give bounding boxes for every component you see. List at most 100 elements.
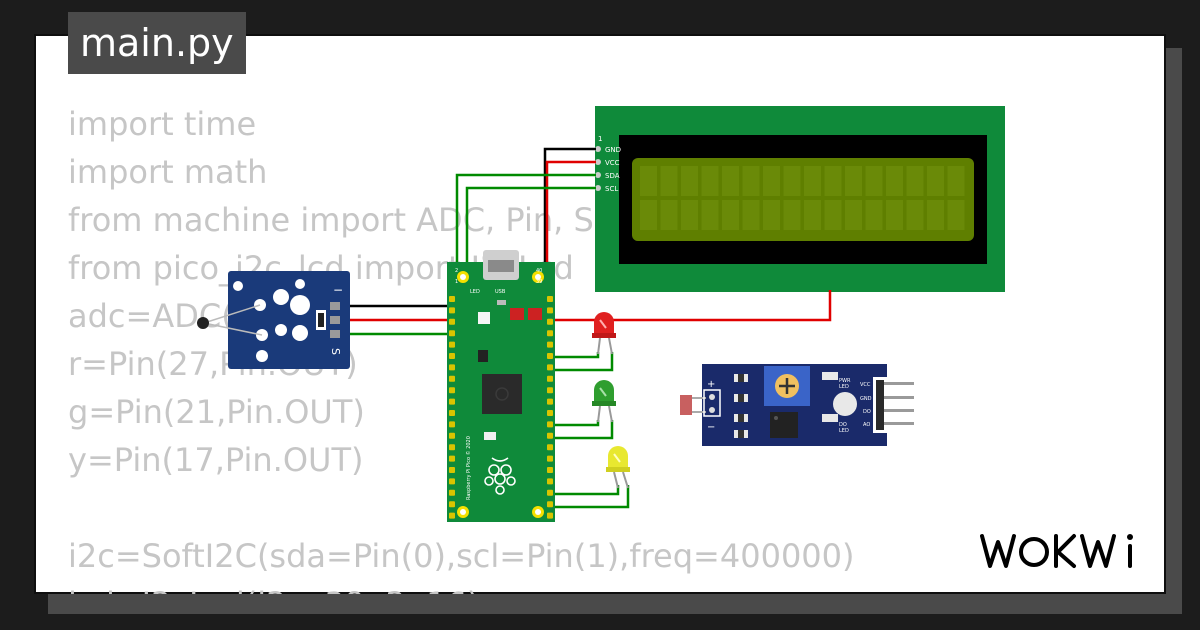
pico-gpio-pin[interactable] xyxy=(547,341,553,348)
lcd-pin-sda[interactable] xyxy=(595,172,601,178)
pico-gpio-pin[interactable] xyxy=(547,353,553,359)
pico-gpio-pin[interactable] xyxy=(449,341,455,348)
mount-hole-center xyxy=(535,274,541,280)
wire-green-led-red[interactable] xyxy=(548,352,600,359)
smd-resistor-body xyxy=(318,313,324,327)
led-yellow[interactable] xyxy=(606,446,630,489)
pico-gpio-pin[interactable] xyxy=(547,512,553,519)
wokwi-logo[interactable]: WOKWI xyxy=(978,528,1150,576)
thermistor-lead xyxy=(203,322,263,336)
pico-gpio-pin[interactable] xyxy=(449,375,455,382)
smd-component xyxy=(478,350,488,362)
pico-gpio-pin[interactable] xyxy=(547,478,553,485)
pico-pin-label: 40 xyxy=(536,268,542,274)
wire-black-temp[interactable] xyxy=(340,290,457,308)
pico-gpio-pin[interactable] xyxy=(547,364,553,371)
temp-pcb xyxy=(228,271,350,369)
wire-green-led-yellow-2[interactable] xyxy=(548,485,630,509)
lcd-pin-vcc[interactable] xyxy=(595,159,601,165)
logo-dot xyxy=(1127,534,1133,540)
pico-gpio-pin[interactable] xyxy=(547,455,553,462)
lcd-module[interactable]: 1 GND VCC SDA SCL xyxy=(595,106,1005,292)
photoresistor-icon xyxy=(680,395,692,415)
pico-gpio-pin[interactable] xyxy=(547,501,553,508)
pico-gpio-pin[interactable] xyxy=(449,307,455,314)
pico-gpio-pin[interactable] xyxy=(449,444,455,451)
wire-green-lcd-sda[interactable] xyxy=(455,173,596,277)
wire-green-led-red-2[interactable] xyxy=(548,352,614,372)
lcd-char-cell xyxy=(927,200,944,230)
pico-gpio-pin[interactable] xyxy=(449,512,455,519)
pico-gpio-pins[interactable] xyxy=(449,296,553,519)
pico-gpio-pin[interactable] xyxy=(547,467,553,473)
pico-gpio-pin[interactable] xyxy=(547,432,553,439)
pico-gpio-pin[interactable] xyxy=(449,364,455,371)
lcd-char-grid xyxy=(640,166,965,230)
pico-gpio-pin[interactable] xyxy=(449,330,455,337)
pico-gpio-pin[interactable] xyxy=(547,398,553,405)
pico-gpio-pin[interactable] xyxy=(449,489,455,496)
pico-gpio-pin[interactable] xyxy=(449,318,455,325)
ldr-pin-label: DO xyxy=(863,409,871,415)
pico-gpio-pin[interactable] xyxy=(449,421,455,428)
ldr-socket xyxy=(703,389,721,417)
lcd-pin-label: VCC xyxy=(605,159,620,167)
pico-gpio-pin[interactable] xyxy=(547,330,553,337)
pico-gpio-pin[interactable] xyxy=(547,444,553,451)
lcd-pin-gnd[interactable] xyxy=(595,146,601,152)
pico-gpio-pin[interactable] xyxy=(449,467,455,473)
lcd-char-cell xyxy=(701,166,719,196)
ldr-pin-ao[interactable] xyxy=(884,422,914,425)
pico-gpio-pin[interactable] xyxy=(547,296,553,302)
mount-hole xyxy=(295,279,305,289)
mount-hole xyxy=(275,324,287,336)
pico-gpio-pin[interactable] xyxy=(547,421,553,428)
temp-pin[interactable] xyxy=(330,330,340,338)
wire-green-led-yellow[interactable] xyxy=(548,485,620,496)
lcd-char-cell xyxy=(845,200,862,230)
pico-gpio-pin[interactable] xyxy=(449,455,455,462)
pico-gpio-pin[interactable] xyxy=(449,296,455,302)
thermistor-bead[interactable] xyxy=(197,317,209,329)
pico-gpio-pin[interactable] xyxy=(449,353,455,359)
wire-black-lcd-gnd[interactable] xyxy=(543,147,596,305)
wire-green-led-green-2[interactable] xyxy=(548,420,614,440)
bootsel-button[interactable] xyxy=(478,312,490,324)
wire-green-led-green[interactable] xyxy=(548,420,600,427)
lcd-char-cell xyxy=(742,200,760,230)
ldr-sensor-module[interactable]: + − PWR LED DO LED VCC GND DO AO xyxy=(680,364,914,446)
ldr-pin-vcc[interactable] xyxy=(884,382,914,385)
raspberry-pi-logo-icon xyxy=(484,457,516,495)
wire-green-lcd-scl[interactable] xyxy=(465,186,596,277)
pico-gpio-pin[interactable] xyxy=(449,432,455,439)
temp-pin[interactable] xyxy=(330,302,340,310)
raspberry-logo-chip xyxy=(495,387,509,401)
file-tab-main-py[interactable]: main.py xyxy=(68,12,246,74)
pico-gpio-pin[interactable] xyxy=(449,387,455,394)
pico-gpio-pin[interactable] xyxy=(547,375,553,382)
pico-gpio-pin[interactable] xyxy=(449,501,455,508)
pico-gpio-pin[interactable] xyxy=(547,387,553,394)
lcd-char-cell xyxy=(681,200,698,230)
pico-gpio-pin[interactable] xyxy=(449,398,455,405)
raspberry-pi-pico[interactable]: LED USB 1 2 39 40 Raspberry Pi Pico © 20… xyxy=(447,250,555,522)
lcd-pin-label: SDA xyxy=(605,172,620,180)
pico-gpio-pin[interactable] xyxy=(547,318,553,325)
smd-resistor xyxy=(822,414,838,422)
pico-gpio-pin[interactable] xyxy=(547,307,553,314)
pico-gpio-pin[interactable] xyxy=(449,478,455,485)
ntc-temperature-module[interactable]: − S xyxy=(197,271,350,369)
ldr-pin-gnd[interactable] xyxy=(884,396,914,399)
pico-gpio-pin[interactable] xyxy=(547,410,553,416)
ldr-pin-do[interactable] xyxy=(884,409,914,412)
pico-gpio-pin[interactable] xyxy=(449,410,455,416)
lcd-char-cell xyxy=(824,166,842,196)
led-green[interactable] xyxy=(592,380,616,423)
pico-gpio-pin[interactable] xyxy=(547,489,553,496)
ldr-pin-label: AO xyxy=(863,422,870,428)
led-red[interactable] xyxy=(592,312,616,355)
lcd-pin-scl[interactable] xyxy=(595,185,601,191)
temp-pin[interactable] xyxy=(330,316,340,324)
mount-hole xyxy=(292,325,308,341)
smd-resistor-body xyxy=(738,374,744,382)
